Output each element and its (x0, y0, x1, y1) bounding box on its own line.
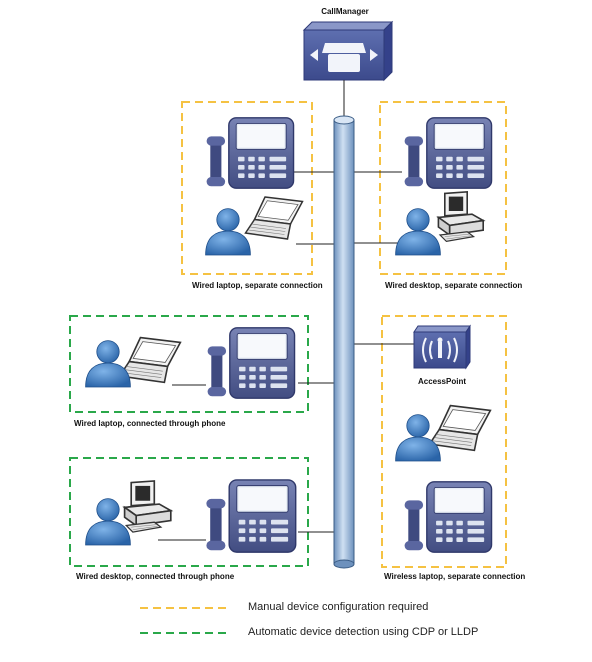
group-box-wired-desktop-separate (379, 101, 507, 275)
group-label-wireless-laptop-separate: Wireless laptop, separate connection (384, 572, 526, 581)
group-label-wired-desktop-through-phone: Wired desktop, connected through phone (76, 572, 235, 581)
group-box-wired-laptop-separate (181, 101, 313, 275)
person-icon (85, 340, 131, 388)
group-label-wired-laptop-through-phone: Wired laptop, connected through phone (74, 419, 226, 428)
desktop-icon (123, 479, 172, 534)
person-icon (395, 208, 441, 256)
access-point-icon (413, 324, 471, 370)
ip-phone-icon (205, 479, 297, 553)
group-label-wired-laptop-separate: Wired laptop, separate connection (192, 281, 323, 290)
person-icon (85, 498, 131, 546)
access-point-label: AccessPoint (418, 377, 466, 386)
laptop-icon (244, 196, 304, 240)
ip-phone-icon (403, 117, 493, 189)
group-box-wired-desktop-through-phone (69, 457, 309, 567)
legend-label-auto: Automatic device detection using CDP or … (248, 626, 479, 638)
group-box-wireless-laptop-separate (381, 315, 507, 568)
group-box-wired-laptop-through-phone (69, 315, 309, 413)
laptop-icon (428, 404, 492, 452)
desktop-icon (437, 190, 485, 243)
connection-lines (158, 171, 414, 541)
person-icon (205, 208, 251, 256)
callmanager-icon (302, 20, 394, 82)
ip-phone-icon (403, 481, 493, 553)
ip-phone-icon (206, 327, 296, 399)
network-backbone (333, 115, 355, 569)
group-label-wired-desktop-separate: Wired desktop, separate connection (385, 281, 523, 290)
ip-phone-icon (205, 117, 295, 189)
callmanager-label: CallManager (321, 7, 369, 16)
legend-label-manual: Manual device configuration required (248, 601, 429, 613)
